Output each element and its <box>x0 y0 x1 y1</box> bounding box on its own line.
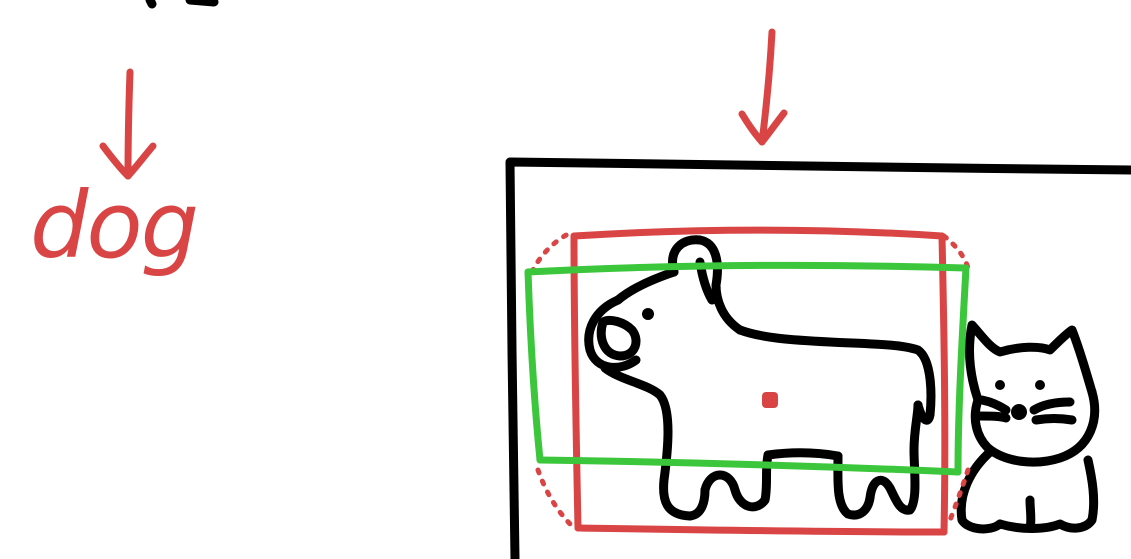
image-frame <box>505 157 1131 559</box>
cat-eye-right <box>1035 380 1045 390</box>
class-label: dog <box>30 172 199 279</box>
partial-top-mark <box>145 0 219 9</box>
green-bounding-box <box>524 261 970 476</box>
cat-eye-left <box>995 380 1005 390</box>
dog-icon <box>584 235 936 521</box>
dotted-box-corners <box>529 229 971 529</box>
down-arrow-icon-right <box>738 28 788 146</box>
dog-eye <box>642 308 654 320</box>
down-arrow-icon-left <box>99 68 157 180</box>
cat-nose <box>1011 404 1027 420</box>
center-point-marker <box>762 392 778 408</box>
cat-icon <box>956 320 1100 534</box>
red-bounding-box <box>570 226 949 536</box>
